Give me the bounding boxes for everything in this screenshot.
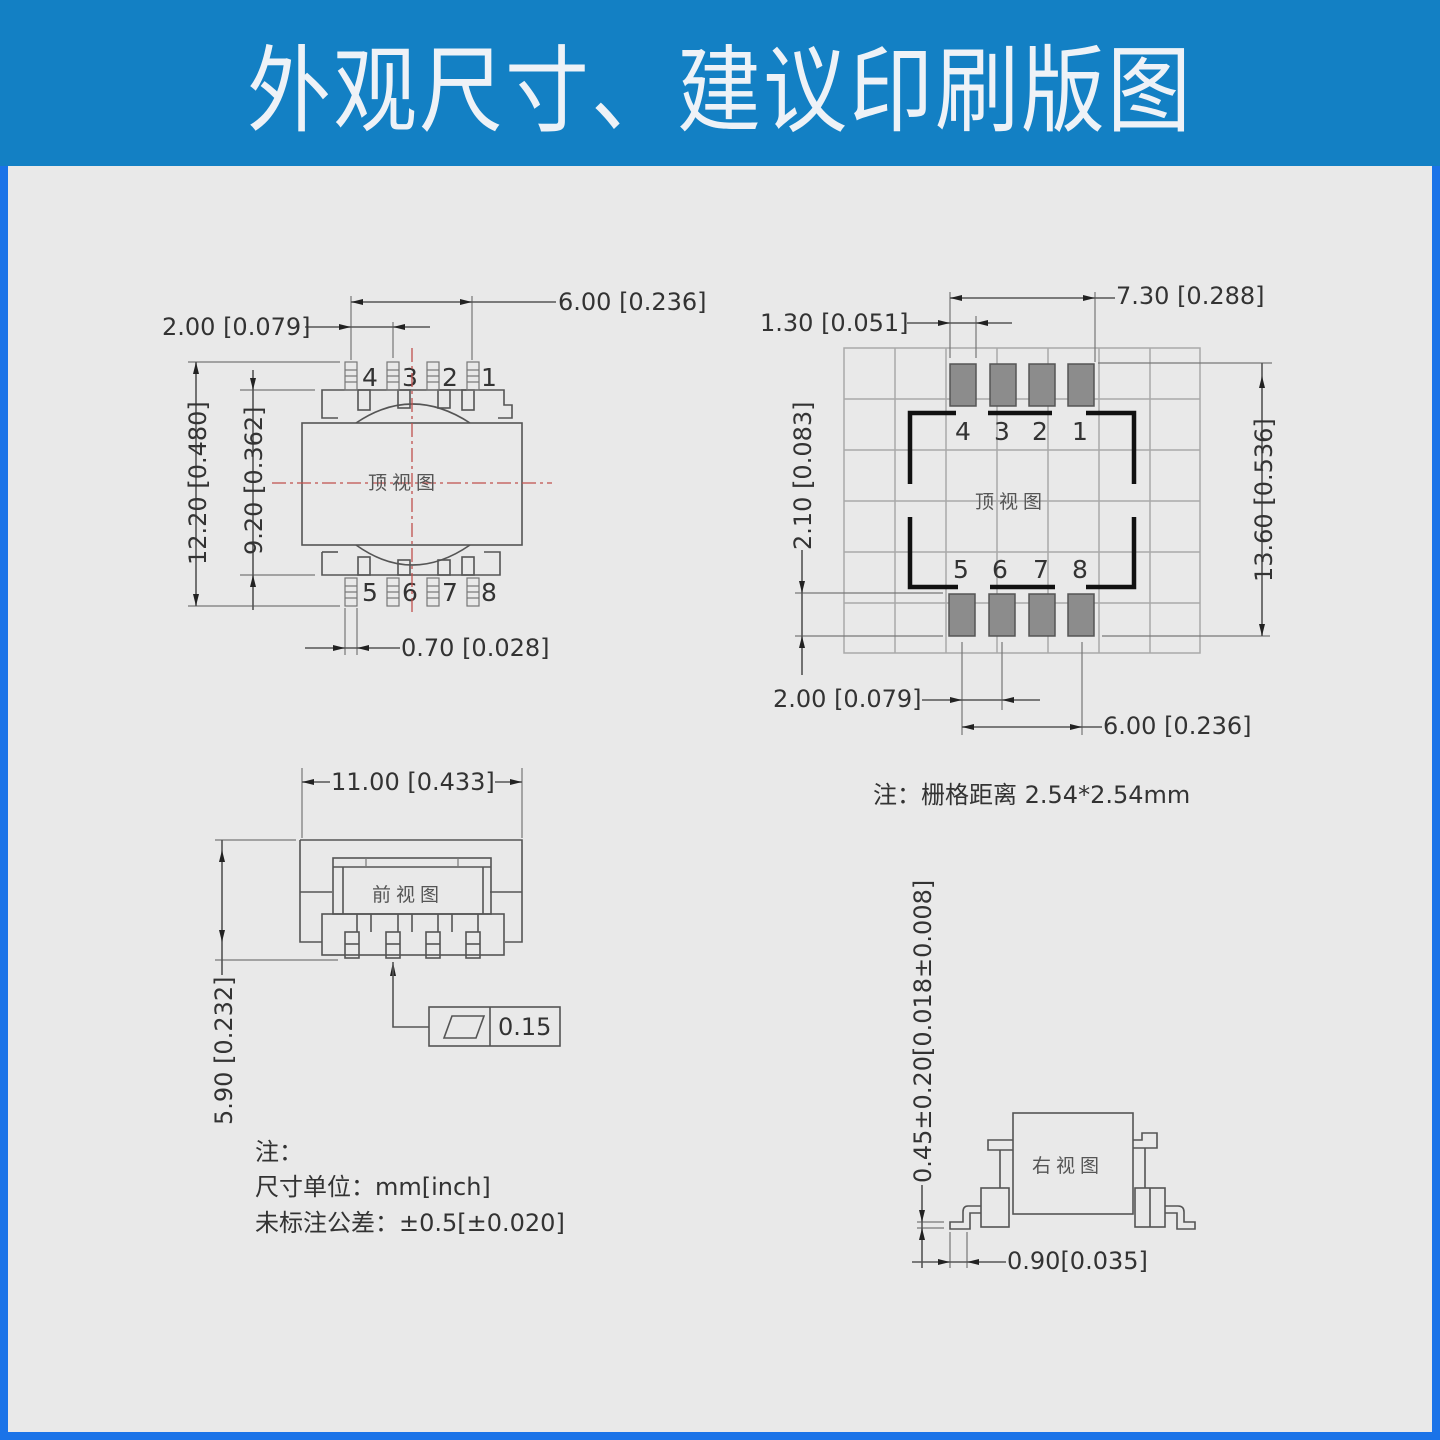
pcb-layout-label: 顶视图 (975, 491, 1047, 513)
grid (843, 347, 1201, 654)
dim-body-height: 9.20 [0.362] (240, 407, 268, 556)
front-view-label: 前视图 (372, 884, 444, 906)
dim-pad-span: 7.30 [0.288] (1116, 282, 1265, 310)
dim-overall-height: 12.20 [0.480] (184, 401, 212, 565)
drawing-panel: 4 3 2 1 5 6 7 8 顶视图 6.00 [0.236] (8, 166, 1432, 1432)
pin-label-1: 1 (481, 363, 497, 392)
right-view-label: 右视图 (1032, 1155, 1104, 1177)
pin-label-6: 6 (402, 578, 418, 607)
pin-label-4: 4 (362, 363, 378, 392)
dim-pitch-pcb: 2.00 [0.079] (773, 685, 922, 713)
notes-tolerance: 未标注公差：±0.5[±0.020] (255, 1209, 565, 1237)
pad-label-3: 3 (994, 417, 1010, 446)
pad-label-2: 2 (1032, 417, 1048, 446)
flatness-icon (442, 1015, 486, 1039)
grid-note: 注：栅格距离 2.54*2.54mm (873, 781, 1190, 809)
pad-label-4: 4 (955, 417, 971, 446)
notes-title: 注： (255, 1138, 303, 1166)
pin-label-8: 8 (481, 578, 497, 607)
dim-front-height: 5.90 [0.232] (210, 977, 238, 1126)
pin-label-7: 7 (442, 578, 458, 607)
dim-pin-width: 0.70 [0.028] (401, 634, 550, 662)
pin-label-3: 3 (402, 363, 418, 392)
dim-span: 6.00 [0.236] (558, 288, 707, 316)
top-view-pins-top: 4 3 2 1 (344, 361, 497, 392)
pad-label-8: 8 (1072, 555, 1088, 584)
top-view-label: 顶视图 (368, 472, 440, 494)
dim-pitch: 2.00 [0.079] (162, 313, 311, 341)
pcb-layout-view: 4 3 2 1 5 6 7 8 顶视图 7.30 [0.288] 1.30 [0… (760, 282, 1278, 809)
dim-pad-width: 1.30 [0.051] (760, 309, 909, 337)
pin-label-2: 2 (442, 363, 458, 392)
dim-lead-length: 0.90[0.035] (1007, 1247, 1148, 1275)
pad-label-1: 1 (1072, 417, 1088, 446)
top-view: 4 3 2 1 5 6 7 8 顶视图 6.00 [0.236] (162, 288, 707, 662)
pads-top (949, 363, 1095, 407)
dim-pad-length: 2.10 [0.083] (789, 402, 817, 551)
right-view: 右视图 0.45±0.20[0.018±0.008] 0.90[0.035] (909, 880, 1196, 1275)
pad-label-7: 7 (1033, 555, 1049, 584)
dim-front-width: 11.00 [0.433] (331, 768, 495, 796)
notes: 注： 尺寸单位：mm[inch] 未标注公差：±0.5[±0.020] (255, 1138, 565, 1237)
header-banner: 外观尺寸、建议印刷版图 (0, 0, 1440, 166)
top-view-pins-bottom: 5 6 7 8 (344, 577, 497, 607)
pads-bottom (948, 593, 1095, 637)
dim-standoff: 0.45±0.20[0.018±0.008] (909, 880, 937, 1183)
notes-units: 尺寸单位：mm[inch] (255, 1173, 491, 1201)
silkscreen-outline (907, 410, 1137, 590)
pad-label-6: 6 (992, 555, 1008, 584)
pad-label-5: 5 (953, 555, 969, 584)
pin-label-5: 5 (362, 578, 378, 607)
page-title: 外观尺寸、建议印刷版图 (246, 35, 1193, 146)
front-view: 11.00 [0.433] 前视图 5.90 [0.232] (210, 768, 561, 1126)
flatness-callout: 0.15 (428, 1006, 561, 1047)
flatness-value: 0.15 (498, 1013, 551, 1041)
dim-overall-height-pcb: 13.60 [0.536] (1250, 418, 1278, 582)
dim-span-pcb: 6.00 [0.236] (1103, 712, 1252, 740)
